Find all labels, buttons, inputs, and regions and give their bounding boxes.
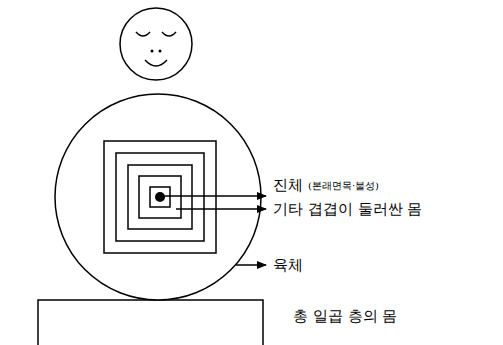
total-label: 총 일곱 층의 몸 xyxy=(292,307,398,325)
body-circle xyxy=(55,94,261,300)
closed-eye xyxy=(162,32,176,36)
layer-square xyxy=(128,165,192,229)
layer-square xyxy=(139,176,181,218)
leader-arrow xyxy=(176,208,266,210)
layer-square xyxy=(150,187,170,207)
base-cushion xyxy=(38,300,263,345)
leader-arrow xyxy=(236,264,266,266)
head-circle xyxy=(120,8,192,80)
layer-square xyxy=(104,141,216,253)
smile xyxy=(145,60,167,66)
layer-square xyxy=(116,153,204,241)
leader-arrow xyxy=(160,195,266,197)
closed-eye xyxy=(136,32,150,36)
core-note: (본래면목·불성) xyxy=(307,180,380,192)
layer-label: 기타 겹겹이 둘러싼 몸 xyxy=(272,200,423,218)
core-dot xyxy=(155,192,165,202)
nostril xyxy=(159,50,162,53)
flesh-label: 육체 xyxy=(272,256,304,274)
core-label: 진체 xyxy=(272,176,304,194)
nostril xyxy=(151,50,154,53)
